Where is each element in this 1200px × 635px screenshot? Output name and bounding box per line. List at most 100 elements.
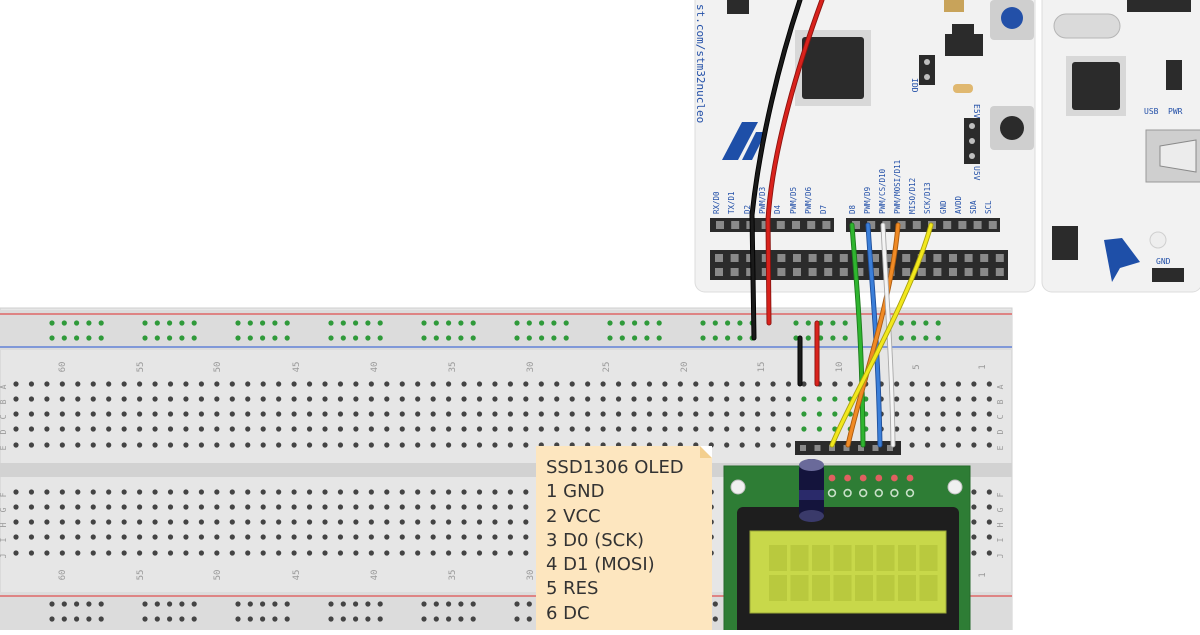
breadboard-hole <box>260 411 266 417</box>
breadboard-hole <box>59 550 65 556</box>
breadboard-hole <box>75 534 81 540</box>
breadboard-hole <box>832 396 838 402</box>
rail-hole <box>353 616 359 622</box>
header-hole <box>867 221 876 229</box>
rail-hole <box>725 320 731 326</box>
column-number: 60 <box>58 570 68 581</box>
breadboard-hole <box>59 534 65 540</box>
breadboard-hole <box>167 411 174 417</box>
e5v-label: E5V <box>972 104 981 119</box>
rail-hole <box>353 320 359 326</box>
breadboard-hole <box>755 411 761 417</box>
breadboard-hole <box>446 442 452 448</box>
breadboard-hole <box>940 442 946 448</box>
breadboard-hole <box>353 411 359 417</box>
rail-hole <box>61 335 67 341</box>
morpho-hole <box>715 254 723 262</box>
breadboard-hole <box>368 426 374 432</box>
breadboard-hole <box>415 381 421 387</box>
header-pin <box>800 445 806 451</box>
breadboard-hole <box>245 550 251 556</box>
breadboard-hole <box>924 396 931 402</box>
column-number: 10 <box>835 362 845 373</box>
rail-hole <box>514 335 520 341</box>
rail-hole <box>284 616 290 622</box>
breadboard-hole <box>260 381 266 387</box>
breadboard-hole <box>167 550 174 556</box>
rail-hole <box>923 335 929 341</box>
header-pin-label: PWM/D9 <box>863 187 872 214</box>
breadboard-hole <box>183 504 189 510</box>
breadboard-hole <box>523 442 529 448</box>
breadboard-hole <box>971 519 977 525</box>
rail-hole <box>644 335 650 341</box>
breadboard-hole <box>198 396 204 402</box>
rail-hole <box>737 320 743 326</box>
top-power-rail <box>0 310 1012 350</box>
breadboard-hole <box>44 504 50 510</box>
breadboard-hole <box>198 489 204 495</box>
breadboard-hole <box>214 504 220 510</box>
rail-hole <box>74 335 80 341</box>
breadboard-hole <box>476 519 483 525</box>
column-number: 20 <box>680 362 690 373</box>
usb-connector[interactable] <box>1145 129 1200 183</box>
rail-hole <box>737 335 743 341</box>
breadboard-hole <box>245 442 251 448</box>
rail-hole <box>260 601 266 607</box>
breadboard-hole <box>152 534 158 540</box>
rail-hole <box>725 335 731 341</box>
rail-hole <box>191 335 197 341</box>
rail-hole <box>247 335 253 341</box>
breadboard-hole <box>986 381 992 387</box>
breadboard-hole <box>167 381 174 387</box>
breadboard-hole <box>492 396 498 402</box>
rail-hole <box>539 320 545 326</box>
breadboard-hole <box>229 442 235 448</box>
breadboard-hole <box>75 381 81 387</box>
rail-hole <box>328 320 334 326</box>
wire-orange-d10 <box>846 223 900 447</box>
header-pin-label: PWM/D5 <box>789 187 798 214</box>
breadboard-hole <box>538 426 544 432</box>
breadboard-hole <box>523 381 529 387</box>
breadboard-hole <box>615 411 622 417</box>
breadboard-hole <box>492 504 498 510</box>
morpho-hole <box>730 254 739 262</box>
breadboard-hole <box>337 519 344 525</box>
breadboard-hole <box>739 442 745 448</box>
breadboard-hole <box>106 411 112 417</box>
breadboard-hole <box>353 381 359 387</box>
rail-hole <box>700 335 706 341</box>
breadboard-hole <box>28 504 35 510</box>
breadboard-hole <box>755 442 761 448</box>
reset-button[interactable] <box>990 106 1034 150</box>
breadboard-hole <box>724 381 730 387</box>
breadboard-hole <box>198 550 204 556</box>
rail-hole <box>526 335 532 341</box>
breadboard-hole <box>492 381 498 387</box>
breadboard-hole <box>214 411 220 417</box>
breadboard-hole <box>554 411 560 417</box>
breadboard-hole <box>13 396 19 402</box>
breadboard-hole <box>430 550 436 556</box>
breadboard-hole <box>430 426 436 432</box>
breadboard-hole <box>523 489 529 495</box>
breadboard-hole <box>569 381 575 387</box>
header-hole <box>897 221 906 229</box>
rail-hole <box>632 320 638 326</box>
breadboard-hole <box>430 442 436 448</box>
column-number: 50 <box>213 362 223 373</box>
morpho-hole <box>824 254 833 262</box>
breadboard-hole <box>44 550 50 556</box>
morpho-hole <box>995 254 1004 262</box>
breadboard-hole <box>631 381 637 387</box>
column-number: 30 <box>526 362 536 373</box>
rail-hole <box>377 601 383 607</box>
header-pin-label: SCL <box>984 200 993 214</box>
user-button[interactable] <box>990 0 1034 40</box>
breadboard-hole <box>152 426 158 432</box>
breadboard-hole <box>137 504 143 510</box>
rail-hole <box>49 320 55 326</box>
